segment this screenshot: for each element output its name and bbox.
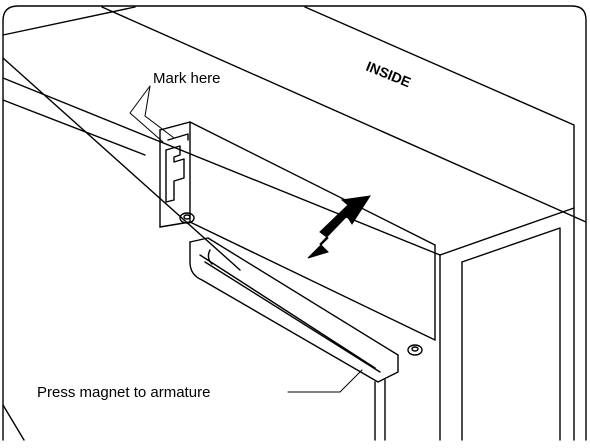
magnet-top	[189, 237, 399, 356]
door-panel-slope	[2, 404, 25, 441]
magnet-body	[189, 241, 399, 383]
magnet-groove-2	[204, 261, 381, 373]
frame-face-line-1	[2, 77, 441, 256]
frame-edge-mid	[304, 6, 575, 441]
frame-edge-top	[2, 6, 136, 36]
mounting-plate-top	[159, 121, 436, 246]
mark-here-leader	[129, 85, 175, 143]
jamb-inner-top	[439, 207, 575, 256]
magnet-groove-1	[199, 254, 376, 369]
frame-face-line-2	[2, 99, 146, 156]
press-magnet-leader	[287, 369, 363, 393]
press-direction-arrow	[307, 195, 372, 259]
mark-here-label: Mark here	[153, 70, 221, 87]
press-magnet-label: Press magnet to armature	[37, 384, 210, 401]
frame-edge-outer	[101, 6, 587, 223]
outer-border	[2, 5, 587, 441]
bracket-profile	[165, 145, 185, 203]
jamb-inner-top-2	[461, 227, 561, 441]
screw-right-head	[411, 346, 419, 352]
screw-left-head	[183, 214, 191, 220]
screw-right	[407, 344, 423, 356]
inside-label: INSIDE	[364, 58, 413, 90]
magnet-face	[207, 249, 213, 265]
screw-left	[179, 212, 195, 224]
bracket-profile-inner	[167, 133, 189, 141]
